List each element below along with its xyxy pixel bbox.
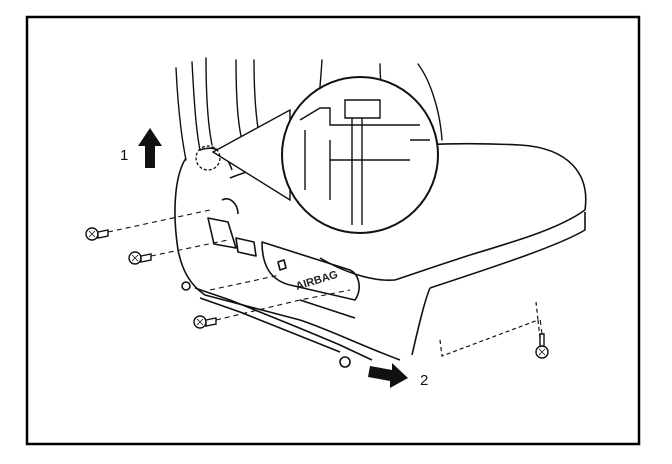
step-1-label: 1	[120, 147, 128, 164]
bolt-rear-right	[535, 333, 549, 359]
airbag-marking: AIRBAG	[294, 269, 339, 293]
detail-magnifier	[211, 76, 439, 234]
seat-cushion	[174, 142, 587, 368]
arrow-up-icon	[138, 128, 162, 168]
arrow-right-icon	[368, 363, 408, 388]
bolt-upper-left	[85, 227, 109, 241]
figure-frame	[25, 15, 641, 446]
step-2-label: 2	[420, 372, 428, 389]
bolt-lower-left	[193, 315, 217, 329]
mount-dashed-outline	[439, 301, 541, 357]
bolt-guide-lines	[107, 209, 543, 335]
latch-highlight	[195, 145, 221, 171]
bolt-middle-left	[128, 251, 152, 265]
